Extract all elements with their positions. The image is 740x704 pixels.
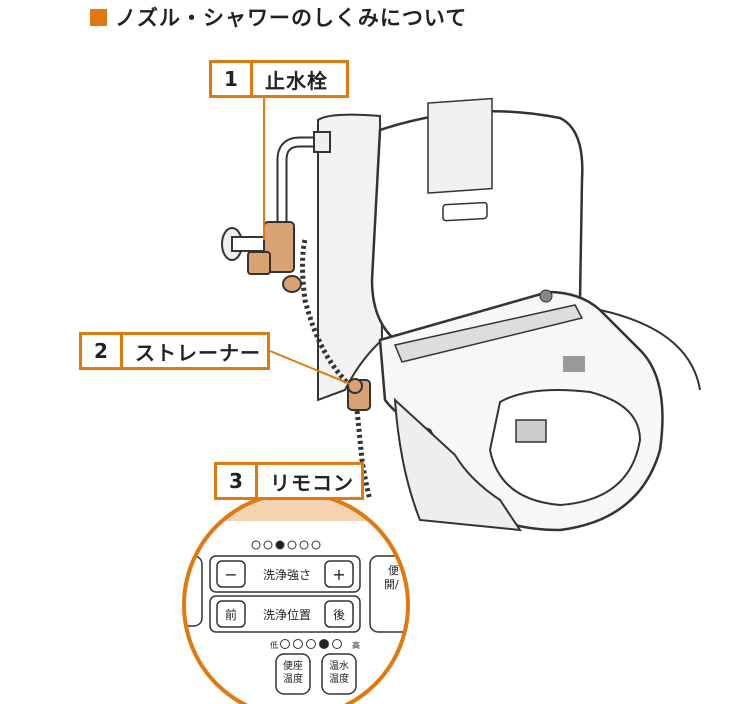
strength-dot-3 (275, 540, 285, 550)
temp-low-label: 低 (270, 640, 278, 650)
callout-number: 2 (82, 335, 123, 367)
nozzle (515, 419, 547, 443)
position-row-frame (209, 595, 361, 633)
seat-sensor (563, 356, 585, 372)
valve-knob (247, 251, 271, 275)
callout-number: 1 (212, 63, 253, 95)
wall-pipe (231, 236, 269, 252)
strength-dot-1 (251, 540, 261, 550)
callout-shutoff-valve: 1 止水栓 (209, 60, 349, 98)
seat-control-strip (393, 304, 584, 363)
strength-minus-button (216, 560, 246, 588)
strength-dot-5 (299, 540, 309, 550)
bowl-right-edge (599, 309, 701, 391)
temp-dot-3 (306, 639, 316, 649)
water-temp-label-1: 温水 (329, 660, 349, 672)
strength-row-frame (209, 555, 361, 593)
strength-dot-6 (311, 540, 321, 550)
water-temp-button (321, 653, 357, 695)
strength-indicator-dots (251, 540, 321, 550)
lid-label-plate (427, 97, 493, 194)
remote-magnifier: − 洗浄強さ + 前 洗浄位置 後 便 開/ 低 高 便座 温度 温水 温度 (184, 493, 408, 704)
lid-button-label-2: 開/ (384, 578, 399, 591)
callout-number: 3 (217, 465, 258, 497)
strength-dot-2 (263, 540, 273, 550)
water-temp-label-2: 温度 (329, 672, 349, 685)
callout-label: リモコン (270, 470, 354, 495)
remote-left-partial-button (184, 555, 203, 627)
callout-remote: 3 リモコン (214, 462, 364, 500)
strength-plus-label: + (332, 565, 345, 584)
temp-indicator-dots (280, 639, 342, 649)
temp-dot-2 (293, 639, 303, 649)
position-front-button (216, 600, 246, 628)
seat-temp-label-2: 温度 (283, 672, 303, 685)
temp-dot-5 (332, 639, 342, 649)
page-title: ノズル・シャワーのしくみについて (90, 2, 467, 32)
water-hose (300, 239, 373, 501)
toilet-base (393, 397, 523, 532)
lid-small-plate (442, 201, 488, 222)
callout-label: ストレーナー (135, 340, 261, 365)
supply-pipe (276, 136, 322, 232)
pipe-nut (313, 131, 331, 153)
lid-button-label-1: 便 (388, 564, 399, 577)
strength-dot-4 (287, 540, 297, 550)
temp-dot-1 (280, 639, 290, 649)
position-back-button (324, 600, 354, 628)
temp-high-label: 高 (352, 640, 360, 650)
strainer-cap (347, 378, 363, 394)
title-text: ノズル・シャワーのしくみについて (115, 6, 468, 30)
strength-minus-label: − (224, 565, 237, 584)
position-back-label: 後 (333, 608, 345, 622)
position-front-label: 前 (225, 607, 237, 622)
valve-cap (282, 275, 302, 293)
seat-temp-label-1: 便座 (283, 659, 303, 672)
seat-button (539, 289, 553, 303)
title-square-icon (90, 8, 107, 26)
shutoff-valve (263, 221, 295, 273)
callout-strainer: 2 ストレーナー (79, 332, 270, 370)
seat-temp-button (275, 653, 311, 695)
leader-line-2 (269, 350, 351, 385)
temp-dot-4 (319, 639, 329, 649)
strength-plus-button (324, 560, 354, 588)
toilet-bowl (488, 388, 642, 507)
position-label: 洗浄位置 (263, 607, 311, 622)
supply-pipe-fill (278, 138, 322, 232)
callout-label: 止水栓 (265, 68, 328, 93)
strength-label: 洗浄強さ (263, 568, 311, 582)
